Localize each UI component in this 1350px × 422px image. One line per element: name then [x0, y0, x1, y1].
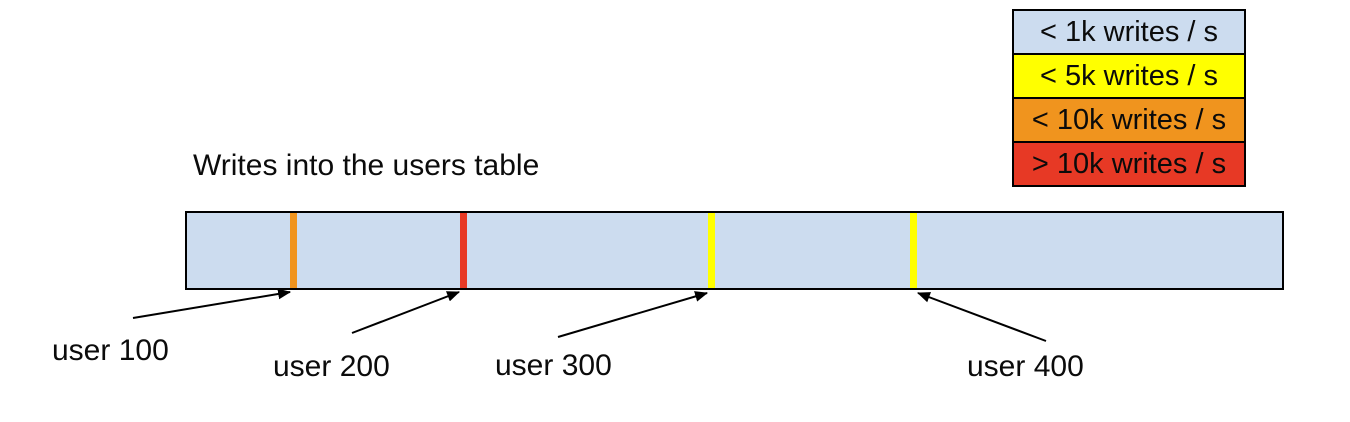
- legend-item: < 5k writes / s: [1012, 53, 1246, 99]
- label-arrows: [132, 288, 1047, 342]
- users-table-bar: [185, 211, 1284, 290]
- legend-item: < 10k writes / s: [1012, 97, 1246, 143]
- user-label: user 400: [967, 350, 1084, 383]
- write-hotspot-stripe: [460, 213, 467, 288]
- legend: < 1k writes / s < 5k writes / s < 10k writ…: [1012, 9, 1246, 187]
- write-hotspot-stripe: [910, 213, 917, 288]
- pointer-arrow: [351, 291, 461, 334]
- legend-item-label: < 1k writes / s: [1039, 15, 1219, 48]
- user-label: user 200: [273, 350, 390, 383]
- pointer-arrow: [557, 291, 709, 338]
- user-label: user 100: [52, 334, 169, 367]
- write-hotspot-stripe: [290, 213, 297, 288]
- pointer-arrow: [916, 292, 1047, 342]
- write-hotspot-stripe: [708, 213, 715, 288]
- diagram-title: Writes into the users table: [193, 149, 540, 182]
- legend-item: < 1k writes / s: [1012, 9, 1246, 55]
- legend-item: > 10k writes / s: [1012, 141, 1246, 187]
- legend-item-label: < 10k writes / s: [1031, 103, 1227, 136]
- legend-item-label: < 5k writes / s: [1039, 59, 1219, 92]
- legend-item-label: > 10k writes / s: [1031, 147, 1227, 180]
- pointer-arrow: [132, 288, 292, 319]
- user-label: user 300: [495, 349, 612, 382]
